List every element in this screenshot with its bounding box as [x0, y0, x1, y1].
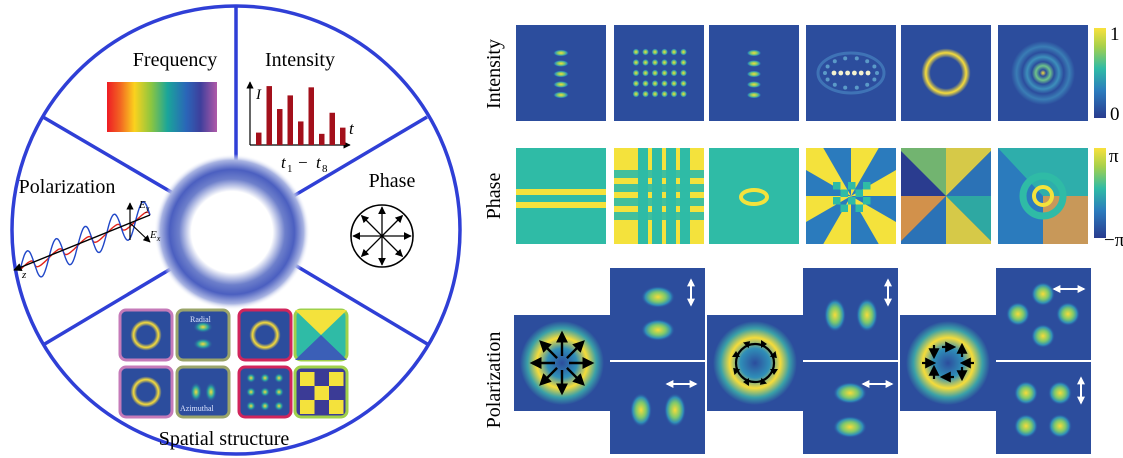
pol-ex: Ex	[149, 229, 161, 243]
pulse-bar	[256, 132, 262, 145]
intensity-label: Intensity	[265, 49, 335, 71]
intensity-time-range: t 1 − t 8	[281, 153, 328, 175]
pulse-bar	[287, 95, 293, 145]
intensity-map-2	[614, 25, 704, 121]
polarization-row	[514, 268, 1091, 454]
light-dof-wheel: Frequency Intensity I t t 1 − t 8 Phase …	[10, 4, 462, 456]
mode-maps-panel: Intensity Phase Polarization 1 0	[483, 24, 1123, 454]
intensity-pulse-chart: I t t 1 − t 8	[246, 81, 355, 175]
pulse-bar	[308, 87, 314, 145]
pol-z: z	[21, 269, 27, 281]
row-label-intensity: Intensity	[483, 39, 505, 109]
pol-hg-horizontal-top	[803, 268, 898, 360]
pol-hg-vertical-bottom	[610, 362, 705, 454]
intensity-axis-x: t	[349, 119, 355, 138]
phase-map-1	[516, 148, 606, 244]
pulse-bar	[329, 112, 335, 145]
intensity-axis-y: I	[255, 87, 262, 103]
row-label-polarization: Polarization	[483, 332, 505, 429]
intensity-colorbar-min: 0	[1110, 104, 1120, 125]
pulse-bar	[277, 109, 283, 145]
frequency-label: Frequency	[133, 49, 217, 71]
phase-label: Phase	[369, 170, 416, 192]
phase-colorbar-min: −π	[1104, 230, 1123, 251]
svg-text:t: t	[281, 153, 287, 172]
phase-colorbar	[1094, 148, 1106, 238]
pulse-bar	[298, 121, 304, 145]
pulse-bars	[256, 86, 346, 145]
polarization-label: Polarization	[19, 176, 116, 198]
pol-hg-horizontal-bottom	[803, 362, 898, 454]
phase-arrow-circle	[350, 204, 414, 268]
svg-text:t: t	[316, 153, 322, 172]
pulse-bar	[319, 133, 325, 145]
polarization-wave-diagram: Ey Ex z	[13, 199, 161, 281]
svg-text:8: 8	[322, 163, 328, 175]
row-label-phase: Phase	[483, 173, 505, 220]
intensity-colorbar	[1094, 28, 1106, 118]
frequency-spectrum	[107, 82, 217, 132]
thumb-azimuthal-label: Azimuthal	[180, 404, 215, 413]
pol-ey: Ey	[138, 199, 150, 213]
svg-text:1: 1	[287, 163, 293, 175]
intensity-map-4	[806, 25, 896, 121]
thumb-radial-label: Radial	[190, 315, 212, 324]
donut-beam-hub	[154, 154, 310, 310]
pol-quad-bottom	[996, 362, 1091, 454]
intensity-colorbar-max: 1	[1110, 24, 1120, 45]
pulse-bar	[266, 86, 272, 145]
pulse-bar	[340, 127, 346, 145]
svg-text:−: −	[298, 153, 308, 172]
intensity-row: 1 0	[516, 24, 1120, 125]
spatial-thumbnails: Radial Azimuthal	[118, 308, 349, 419]
phase-row: π −π	[516, 146, 1123, 251]
phase-colorbar-max: π	[1109, 146, 1119, 167]
phase-map-3	[709, 148, 799, 244]
spatial-structure-label: Spatial structure	[159, 428, 290, 450]
